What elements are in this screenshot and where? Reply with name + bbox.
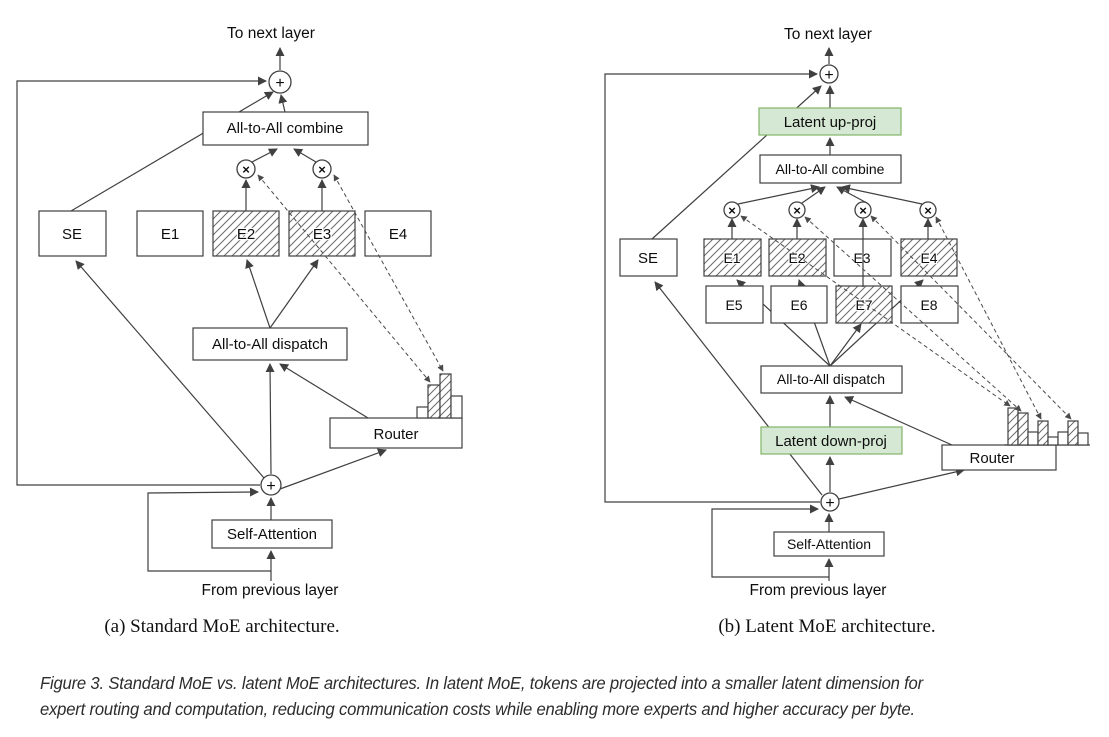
add-circle-top-b <box>819 64 839 84</box>
expert-label-e4-a: E4 <box>389 226 407 243</box>
mul-circle-e2-a <box>236 159 256 179</box>
mul-op-e3-a: × <box>318 162 326 177</box>
combine-box-a <box>202 111 369 146</box>
panel-a: All-to-All combine SE E1 E2 E3 E4 All-to… <box>16 25 463 637</box>
arrow-dispatch-to-e7-b <box>829 323 862 367</box>
arrow-add-to-router-a <box>279 448 387 490</box>
gate-bar-e1-b-selected <box>1007 407 1019 446</box>
expert-label-e4-b: E4 <box>920 250 937 266</box>
expert-label-e2-a: E2 <box>237 226 255 243</box>
arrow-add-to-router-b <box>838 467 965 500</box>
mul-circle-e1-b <box>723 201 741 219</box>
expert-label-e7-b: E7 <box>855 297 872 313</box>
figure-caption-line1: Figure 3. Standard MoE vs. latent MoE ar… <box>40 673 923 693</box>
se-box-b <box>619 238 678 277</box>
residual-skip-a <box>16 76 267 486</box>
gate-bar-e6-b <box>1057 431 1069 446</box>
mul-op-e1-b: × <box>728 203 736 218</box>
gate-bar-e1-a <box>416 406 429 419</box>
mul-op-e4-b: × <box>924 203 932 218</box>
gate-bar-e3-a-selected <box>439 373 452 419</box>
se-label-b: SE <box>638 250 658 267</box>
gate-bar-e7-b-selected <box>1067 420 1079 446</box>
arrow-add-to-se-a <box>75 260 265 479</box>
add-op-top-b: + <box>824 67 833 84</box>
arrow-mul1-to-combine-b <box>737 184 820 205</box>
se-label-a: SE <box>62 226 82 243</box>
arrow-mul2-to-combine-b <box>801 186 826 204</box>
figure-caption: Figure 3. Standard MoE vs. latent MoE ar… <box>40 671 1090 722</box>
combine-box-b <box>759 154 902 184</box>
latent-up-proj-label-b: Latent up-proj <box>784 114 877 131</box>
router-label-b: Router <box>969 450 1014 467</box>
from-previous-layer-a: From previous layer <box>202 582 339 599</box>
add-circle-top-a <box>268 70 292 94</box>
latent-up-proj-box-b <box>758 107 902 136</box>
expert-label-e5-b: E5 <box>725 297 742 313</box>
residual-skip-b <box>604 69 820 503</box>
gate-dashed-e3-a <box>333 174 444 372</box>
add-op-bottom-a: + <box>266 478 275 495</box>
moe-diagrams: All-to-All combine SE E1 E2 E3 E4 All-to… <box>16 25 1090 637</box>
arrow-router-to-dispatch-a <box>279 363 369 419</box>
self-attention-label-a: Self-Attention <box>227 526 317 543</box>
mul-op-e2-a: × <box>242 162 250 177</box>
gate-dashed-e4-b <box>935 216 1042 420</box>
expert-label-e1-b: E1 <box>723 250 740 266</box>
gate-bar-e5-b <box>1047 436 1059 446</box>
expert-label-e3-b: E3 <box>853 250 870 266</box>
latent-down-proj-box-b <box>760 426 903 455</box>
to-next-layer-b: To next layer <box>784 26 872 43</box>
subcaption-b: (b) Latent MoE architecture. <box>718 616 935 637</box>
expert-label-e6-b: E6 <box>790 297 807 313</box>
attention-skip-a <box>147 487 271 572</box>
self-attention-label-b: Self-Attention <box>787 536 871 552</box>
router-label-a: Router <box>373 426 418 443</box>
subcaption-a: (a) Standard MoE architecture. <box>104 616 339 637</box>
add-circle-bottom-a <box>260 474 282 496</box>
se-box-a <box>38 210 107 257</box>
gate-bar-e4-b-selected <box>1037 420 1049 446</box>
mul-op-e2-b: × <box>793 203 801 218</box>
add-op-top-a: + <box>275 75 284 92</box>
arrow-mul4-to-combine-b <box>841 184 923 205</box>
arrow-mul2-to-combine-a <box>293 148 317 163</box>
dispatch-label-a: All-to-All dispatch <box>212 336 328 353</box>
arrow-add-to-dispatch-a <box>265 363 275 475</box>
gate-bar-e3-b <box>1027 431 1039 446</box>
add-circle-bottom-b <box>820 492 840 512</box>
add-op-bottom-b: + <box>825 495 834 512</box>
router-histogram-b <box>1004 407 1090 446</box>
arrow-dispatch-to-e3-a <box>269 259 319 329</box>
arrow-se-to-add-top-a <box>70 91 274 212</box>
panel-b: Latent up-proj All-to-All combine SE E1 … <box>604 26 1090 637</box>
arrow-mul1-to-combine-a <box>251 148 278 163</box>
gate-bar-e8-b <box>1077 432 1089 446</box>
self-attention-box-a <box>211 519 333 549</box>
attention-skip-b <box>711 504 829 578</box>
dispatch-label-b: All-to-All dispatch <box>777 371 885 387</box>
from-previous-layer-b: From previous layer <box>750 582 887 599</box>
gate-bar-e2-a-selected <box>427 384 441 419</box>
combine-label-b: All-to-All combine <box>776 161 885 177</box>
router-box-a <box>329 417 463 449</box>
to-next-layer-a: To next layer <box>227 25 315 42</box>
router-histogram-a <box>416 373 463 419</box>
self-attention-box-b <box>773 531 885 557</box>
expert-box-e1-a <box>136 210 204 257</box>
latent-down-proj-label-b: Latent down-proj <box>775 433 887 450</box>
expert-label-e8-b: E8 <box>920 297 937 313</box>
arrow-add-to-se-b <box>654 281 823 496</box>
combine-label-a: All-to-All combine <box>227 120 344 137</box>
expert-label-e2-b: E2 <box>788 250 805 266</box>
expert-label-e1-a: E1 <box>161 226 179 243</box>
gate-bar-e2-b-selected <box>1017 412 1029 446</box>
router-box-b <box>941 444 1057 471</box>
mul-op-e7-b: × <box>859 203 867 218</box>
gate-bar-e4-a <box>450 395 463 419</box>
expert-label-e3-a: E3 <box>313 226 331 243</box>
figure-caption-line2: expert routing and computation, reducing… <box>40 698 915 719</box>
arrow-dispatch-to-e2-a <box>245 259 271 329</box>
arrow-combine-to-add-a <box>278 94 288 113</box>
